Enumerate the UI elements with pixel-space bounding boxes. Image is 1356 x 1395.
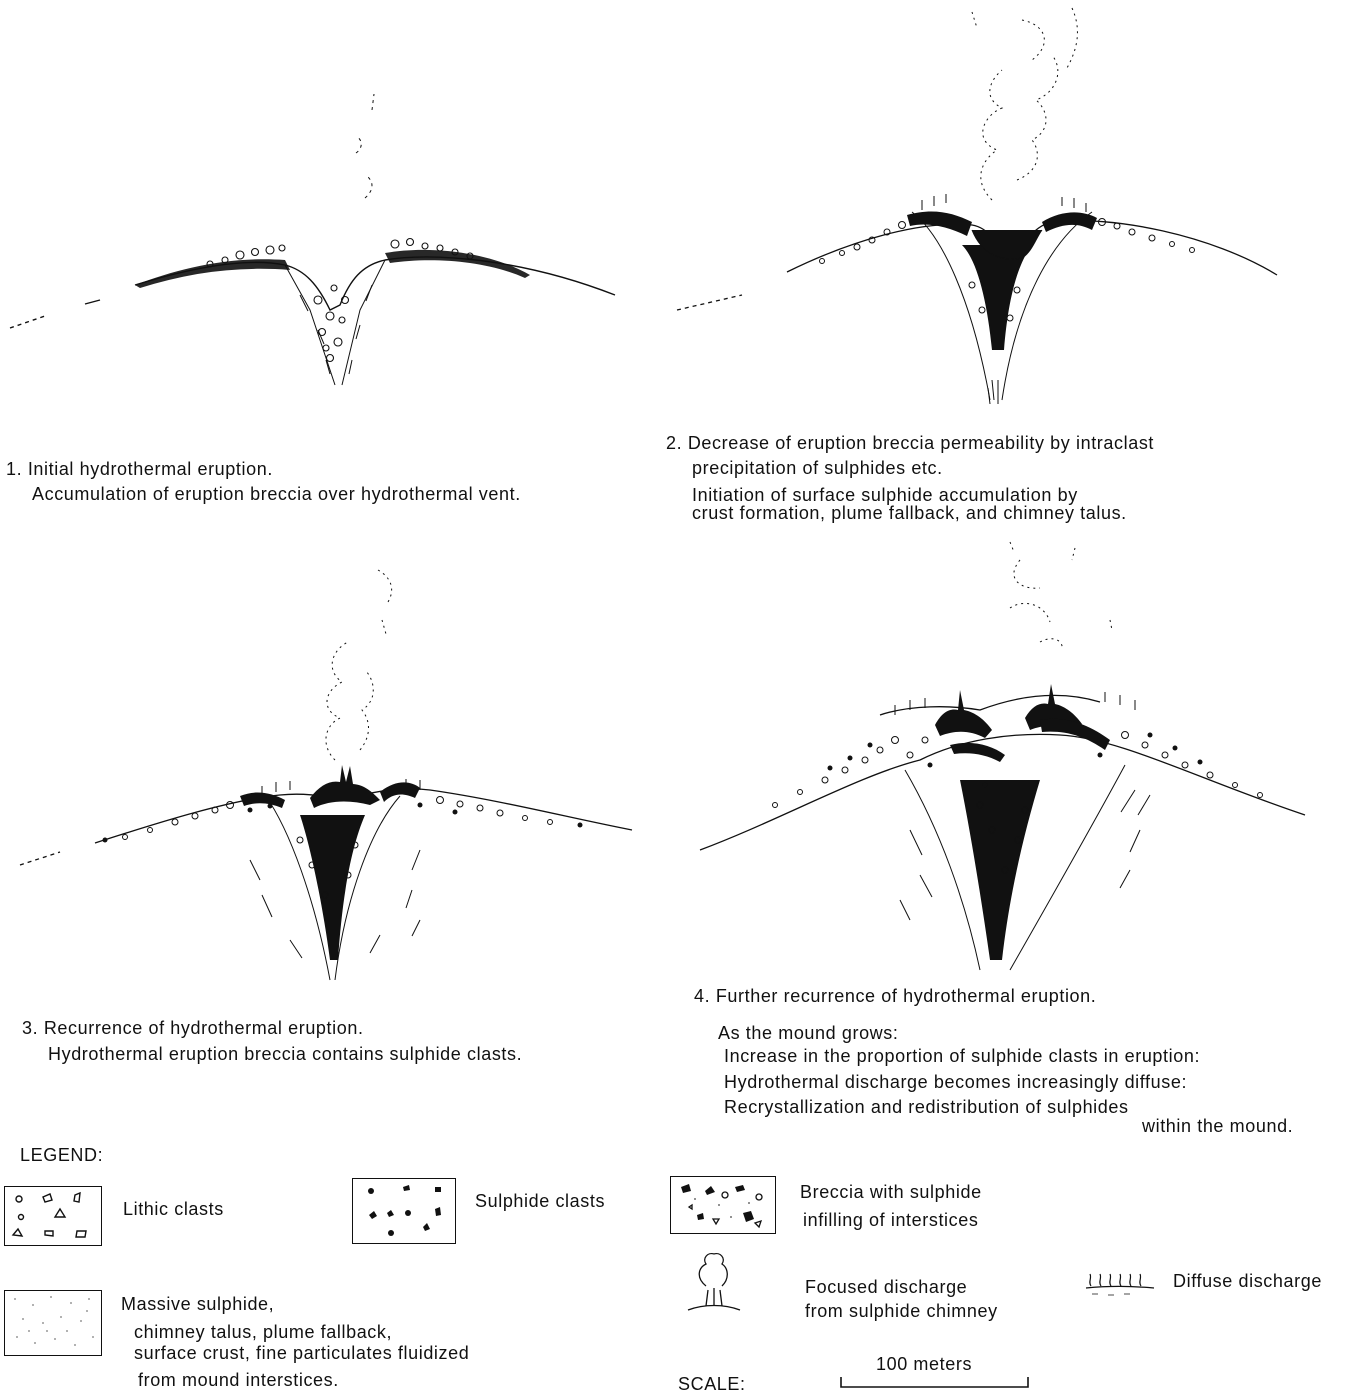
panel-3-sketch bbox=[0, 560, 650, 990]
panel-2-caption-body-1: precipitation of sulphides etc. bbox=[692, 457, 943, 479]
scale-bar-label: 100 meters bbox=[876, 1353, 972, 1375]
legend-swatch-sulphide-clasts bbox=[352, 1178, 456, 1244]
panel-2-caption-body-3: crust formation, plume fallback, and chi… bbox=[692, 502, 1127, 524]
legend-swatch-breccia-sulphide bbox=[670, 1176, 776, 1234]
legend-swatch-lithic-clasts bbox=[4, 1186, 102, 1246]
diffuse-discharge-icon bbox=[1084, 1268, 1156, 1300]
panel-3-caption-title: 3. Recurrence of hydrothermal eruption. bbox=[22, 1017, 364, 1039]
legend-label-focused-line2: from sulphide chimney bbox=[805, 1300, 998, 1322]
legend-label-massive-line1: Massive sulphide, bbox=[121, 1293, 274, 1315]
panel-2-caption-title: 2. Decrease of eruption breccia permeabi… bbox=[666, 432, 1154, 454]
chimney-icon bbox=[684, 1250, 744, 1314]
legend-label-focused-line1: Focused discharge bbox=[805, 1276, 967, 1298]
panel-3-caption-body: Hydrothermal eruption breccia contains s… bbox=[48, 1043, 522, 1065]
legend-swatch-massive-sulphide bbox=[4, 1290, 102, 1356]
panel-4-caption-body-2: Increase in the proportion of sulphide c… bbox=[724, 1045, 1200, 1067]
legend-label-massive-line4: from mound interstices. bbox=[138, 1369, 339, 1391]
legend-label-breccia-line1: Breccia with sulphide bbox=[800, 1181, 982, 1203]
legend-label-massive-line2: chimney talus, plume fallback, bbox=[134, 1321, 392, 1343]
legend-label-massive-line3: surface crust, fine particulates fluidiz… bbox=[134, 1342, 469, 1364]
legend-label-breccia-line2: infilling of interstices bbox=[803, 1209, 978, 1231]
panel-4-caption-title: 4. Further recurrence of hydrothermal er… bbox=[694, 985, 1096, 1007]
legend-label-diffuse: Diffuse discharge bbox=[1173, 1270, 1322, 1292]
panel-4-sketch bbox=[680, 530, 1310, 980]
legend-label-sulphide-clasts: Sulphide clasts bbox=[475, 1190, 605, 1212]
legend-label-lithic-clasts: Lithic clasts bbox=[123, 1198, 224, 1220]
panel-1-sketch bbox=[0, 80, 640, 420]
panel-4-caption-body-1: As the mound grows: bbox=[718, 1022, 898, 1044]
panel-1-caption-title: 1. Initial hydrothermal eruption. bbox=[6, 458, 273, 480]
legend-title: LEGEND: bbox=[20, 1144, 103, 1166]
panel-4-caption-body-4: Recrystallization and redistribution of … bbox=[724, 1096, 1129, 1118]
panel-2-sketch bbox=[672, 0, 1302, 420]
panel-1-caption-body: Accumulation of eruption breccia over hy… bbox=[32, 483, 521, 505]
scale-bar bbox=[838, 1375, 1032, 1389]
panel-4-caption-body-5: within the mound. bbox=[1142, 1115, 1293, 1137]
panel-4-caption-body-3: Hydrothermal discharge becomes increasin… bbox=[724, 1071, 1187, 1093]
